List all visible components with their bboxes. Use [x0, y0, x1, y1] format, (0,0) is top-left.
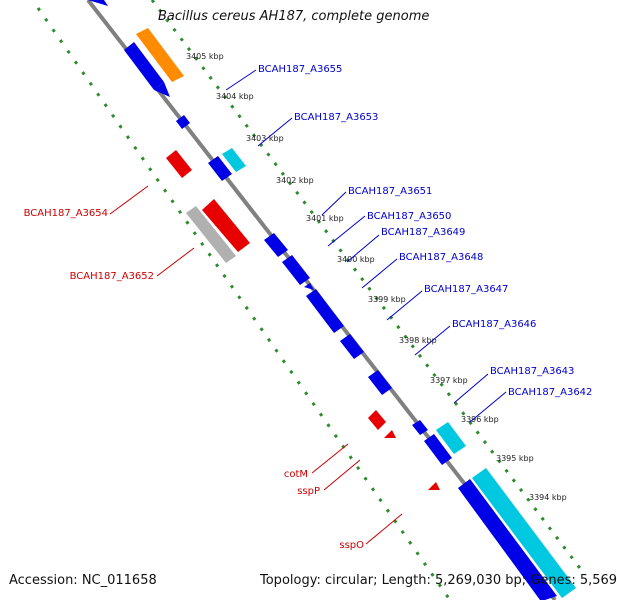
kbp-ticks: 3405 kbp 3404 kbp 3403 kbp 3402 kbp 3401…	[186, 52, 567, 502]
leader-line	[414, 325, 451, 356]
leader-line	[361, 258, 398, 289]
feature-cyan-mid[interactable]	[436, 422, 466, 454]
kbp-tick-label: 3399 kbp	[368, 295, 406, 304]
cds-forward-a3643[interactable]	[368, 370, 392, 395]
gc-dotted-line-inner	[150, 0, 587, 576]
feature-gray[interactable]	[186, 206, 236, 263]
cds-reverse-a3654[interactable]	[166, 150, 192, 178]
leader-line	[365, 513, 403, 545]
gene-label-a3651[interactable]: BCAH187_A3651	[348, 186, 432, 197]
gene-label-a3646[interactable]: BCAH187_A3646	[452, 319, 536, 330]
leader-line	[323, 459, 361, 491]
reverse-gene-labels: BCAH187_A3654 BCAH187_A3652 cotM sspP ss…	[24, 185, 403, 551]
cds-forward-a3655-arrow[interactable]	[154, 82, 170, 97]
leader-line	[469, 391, 507, 423]
accession-text: Accession: NC_011658	[9, 573, 157, 588]
gene-label-a3650[interactable]: BCAH187_A3650	[367, 211, 451, 222]
cds-reverse-sspp[interactable]	[384, 430, 396, 438]
kbp-tick-label: 3403 kbp	[246, 134, 284, 143]
kbp-tick-label: 3405 kbp	[186, 52, 224, 61]
feature-orange[interactable]	[136, 28, 184, 82]
cds-forward-a3642-small[interactable]	[412, 420, 428, 435]
cds-forward-a3653[interactable]	[176, 115, 190, 129]
gene-label-a3655[interactable]: BCAH187_A3655	[258, 64, 342, 75]
cds-forward-a3646[interactable]	[340, 334, 364, 359]
cds-forward-top[interactable]	[88, 0, 108, 6]
kbp-tick-label: 3396 kbp	[461, 415, 499, 424]
gene-label-sspp[interactable]: sspP	[297, 486, 320, 497]
gene-label-a3654[interactable]: BCAH187_A3654	[24, 208, 108, 219]
leader-line	[453, 373, 489, 404]
kbp-tick-label: 3395 kbp	[496, 454, 534, 463]
leader-line	[257, 117, 293, 147]
genome-title: Bacillus cereus AH187, complete genome	[158, 9, 430, 24]
leader-line	[321, 191, 347, 216]
gene-label-a3652[interactable]: BCAH187_A3652	[70, 271, 154, 282]
cds-forward-a3650[interactable]	[264, 233, 288, 257]
kbp-tick-label: 3397 kbp	[430, 376, 468, 385]
kbp-tick-label: 3400 kbp	[337, 255, 375, 264]
gene-label-a3653[interactable]: BCAH187_A3653	[294, 112, 378, 123]
kbp-tick-label: 3402 kbp	[276, 176, 314, 185]
cds-reverse-ssp0[interactable]	[428, 482, 440, 490]
forward-gene-labels: BCAH187_A3655 BCAH187_A3653 BCAH187_A365…	[225, 64, 592, 423]
gene-label-ssp0[interactable]: sspO	[339, 540, 364, 551]
gene-label-a3648[interactable]: BCAH187_A3648	[399, 252, 483, 263]
cds-forward-a3648-small[interactable]	[304, 283, 314, 290]
gene-label-cotm[interactable]: cotM	[284, 469, 308, 480]
kbp-tick-label: 3401 kbp	[306, 214, 344, 223]
leader-line	[156, 247, 195, 277]
gene-label-a3649[interactable]: BCAH187_A3649	[381, 227, 465, 238]
feature-cyan-small[interactable]	[222, 148, 246, 172]
gene-label-a3647[interactable]: BCAH187_A3647	[424, 284, 508, 295]
kbp-tick-label: 3398 kbp	[399, 336, 437, 345]
genome-map: 3405 kbp 3404 kbp 3403 kbp 3402 kbp 3401…	[9, 0, 617, 600]
cds-forward-a3655[interactable]	[124, 42, 164, 90]
gene-label-a3643[interactable]: BCAH187_A3643	[490, 366, 574, 377]
cds-reverse-cotm[interactable]	[368, 410, 386, 430]
leader-line	[109, 185, 149, 215]
cds-reverse-a3652[interactable]	[202, 199, 250, 252]
cds-forward-a3642[interactable]	[424, 434, 452, 465]
feature-cyan-long[interactable]	[472, 468, 576, 598]
cds-forward-a3651[interactable]	[208, 156, 232, 181]
genome-map-canvas: 3405 kbp 3404 kbp 3403 kbp 3402 kbp 3401…	[24, 0, 592, 600]
gene-label-a3642[interactable]: BCAH187_A3642	[508, 387, 592, 398]
leader-line	[386, 290, 423, 321]
topology-text: Topology: circular; Length: 5,269,030 bp…	[260, 573, 617, 588]
leader-line	[346, 234, 380, 263]
cds-forward-a3647[interactable]	[306, 289, 344, 333]
leader-line	[225, 69, 257, 91]
kbp-tick-label: 3404 kbp	[216, 92, 254, 101]
kbp-tick-label: 3394 kbp	[529, 493, 567, 502]
cds-forward-a3649[interactable]	[282, 255, 310, 285]
cds-forward-long[interactable]	[458, 479, 557, 600]
leader-line	[327, 215, 366, 247]
leader-line	[311, 443, 349, 474]
